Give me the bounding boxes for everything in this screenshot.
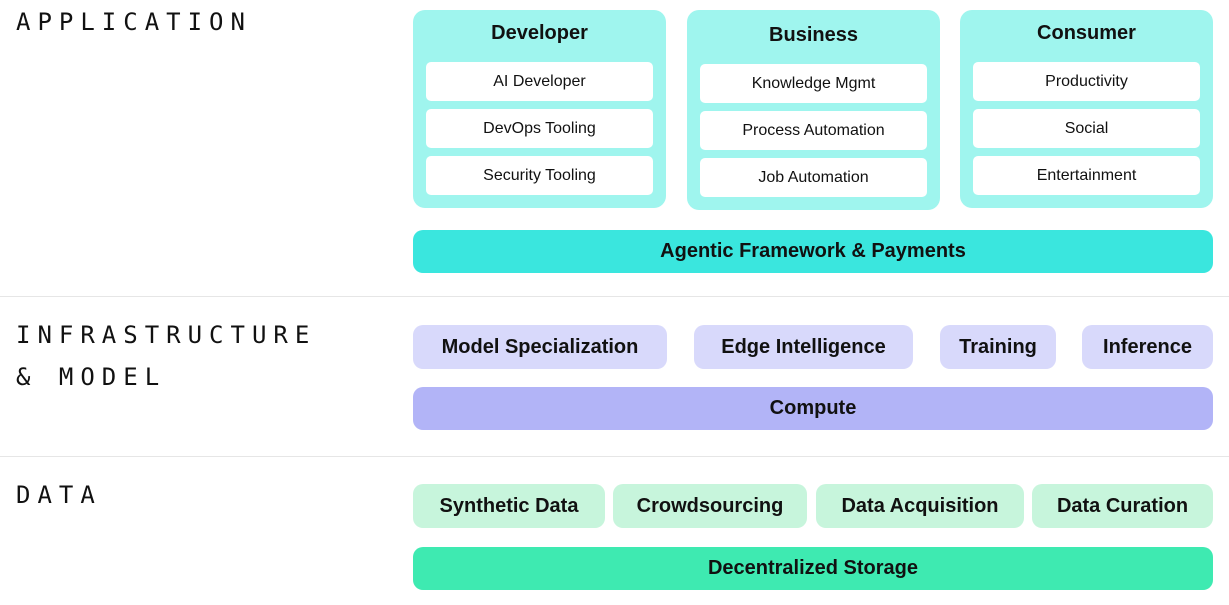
section-label-data: DATA	[16, 481, 102, 509]
card-item: Process Automation	[700, 111, 927, 150]
card-item: DevOps Tooling	[426, 109, 653, 148]
section-label-model: & MODEL	[16, 363, 167, 391]
section-divider	[0, 456, 1229, 457]
card-developer: Developer AI Developer DevOps Tooling Se…	[413, 10, 666, 208]
pill-crowdsourcing: Crowdsourcing	[613, 484, 807, 528]
card-title-developer: Developer	[491, 22, 588, 44]
bar-agentic-framework: Agentic Framework & Payments	[413, 230, 1213, 273]
section-label-infrastructure: INFRASTRUCTURE	[16, 321, 317, 349]
pill-data-curation: Data Curation	[1032, 484, 1213, 528]
card-business: Business Knowledge Mgmt Process Automati…	[687, 10, 940, 210]
pill-edge-intelligence: Edge Intelligence	[694, 325, 913, 369]
card-title-business: Business	[769, 24, 858, 46]
card-item: Entertainment	[973, 156, 1200, 195]
section-divider	[0, 296, 1229, 297]
card-consumer: Consumer Productivity Social Entertainme…	[960, 10, 1213, 208]
card-title-consumer: Consumer	[1037, 22, 1136, 44]
card-item: Knowledge Mgmt	[700, 64, 927, 103]
bar-decentralized-storage: Decentralized Storage	[413, 547, 1213, 590]
pill-model-specialization: Model Specialization	[413, 325, 667, 369]
pill-inference: Inference	[1082, 325, 1213, 369]
card-item: AI Developer	[426, 62, 653, 101]
bar-compute: Compute	[413, 387, 1213, 430]
card-item: Social	[973, 109, 1200, 148]
section-label-application: APPLICATION	[16, 8, 252, 36]
card-item: Security Tooling	[426, 156, 653, 195]
pill-training: Training	[940, 325, 1056, 369]
pill-data-acquisition: Data Acquisition	[816, 484, 1024, 528]
pill-synthetic-data: Synthetic Data	[413, 484, 605, 528]
card-item: Productivity	[973, 62, 1200, 101]
card-item: Job Automation	[700, 158, 927, 197]
